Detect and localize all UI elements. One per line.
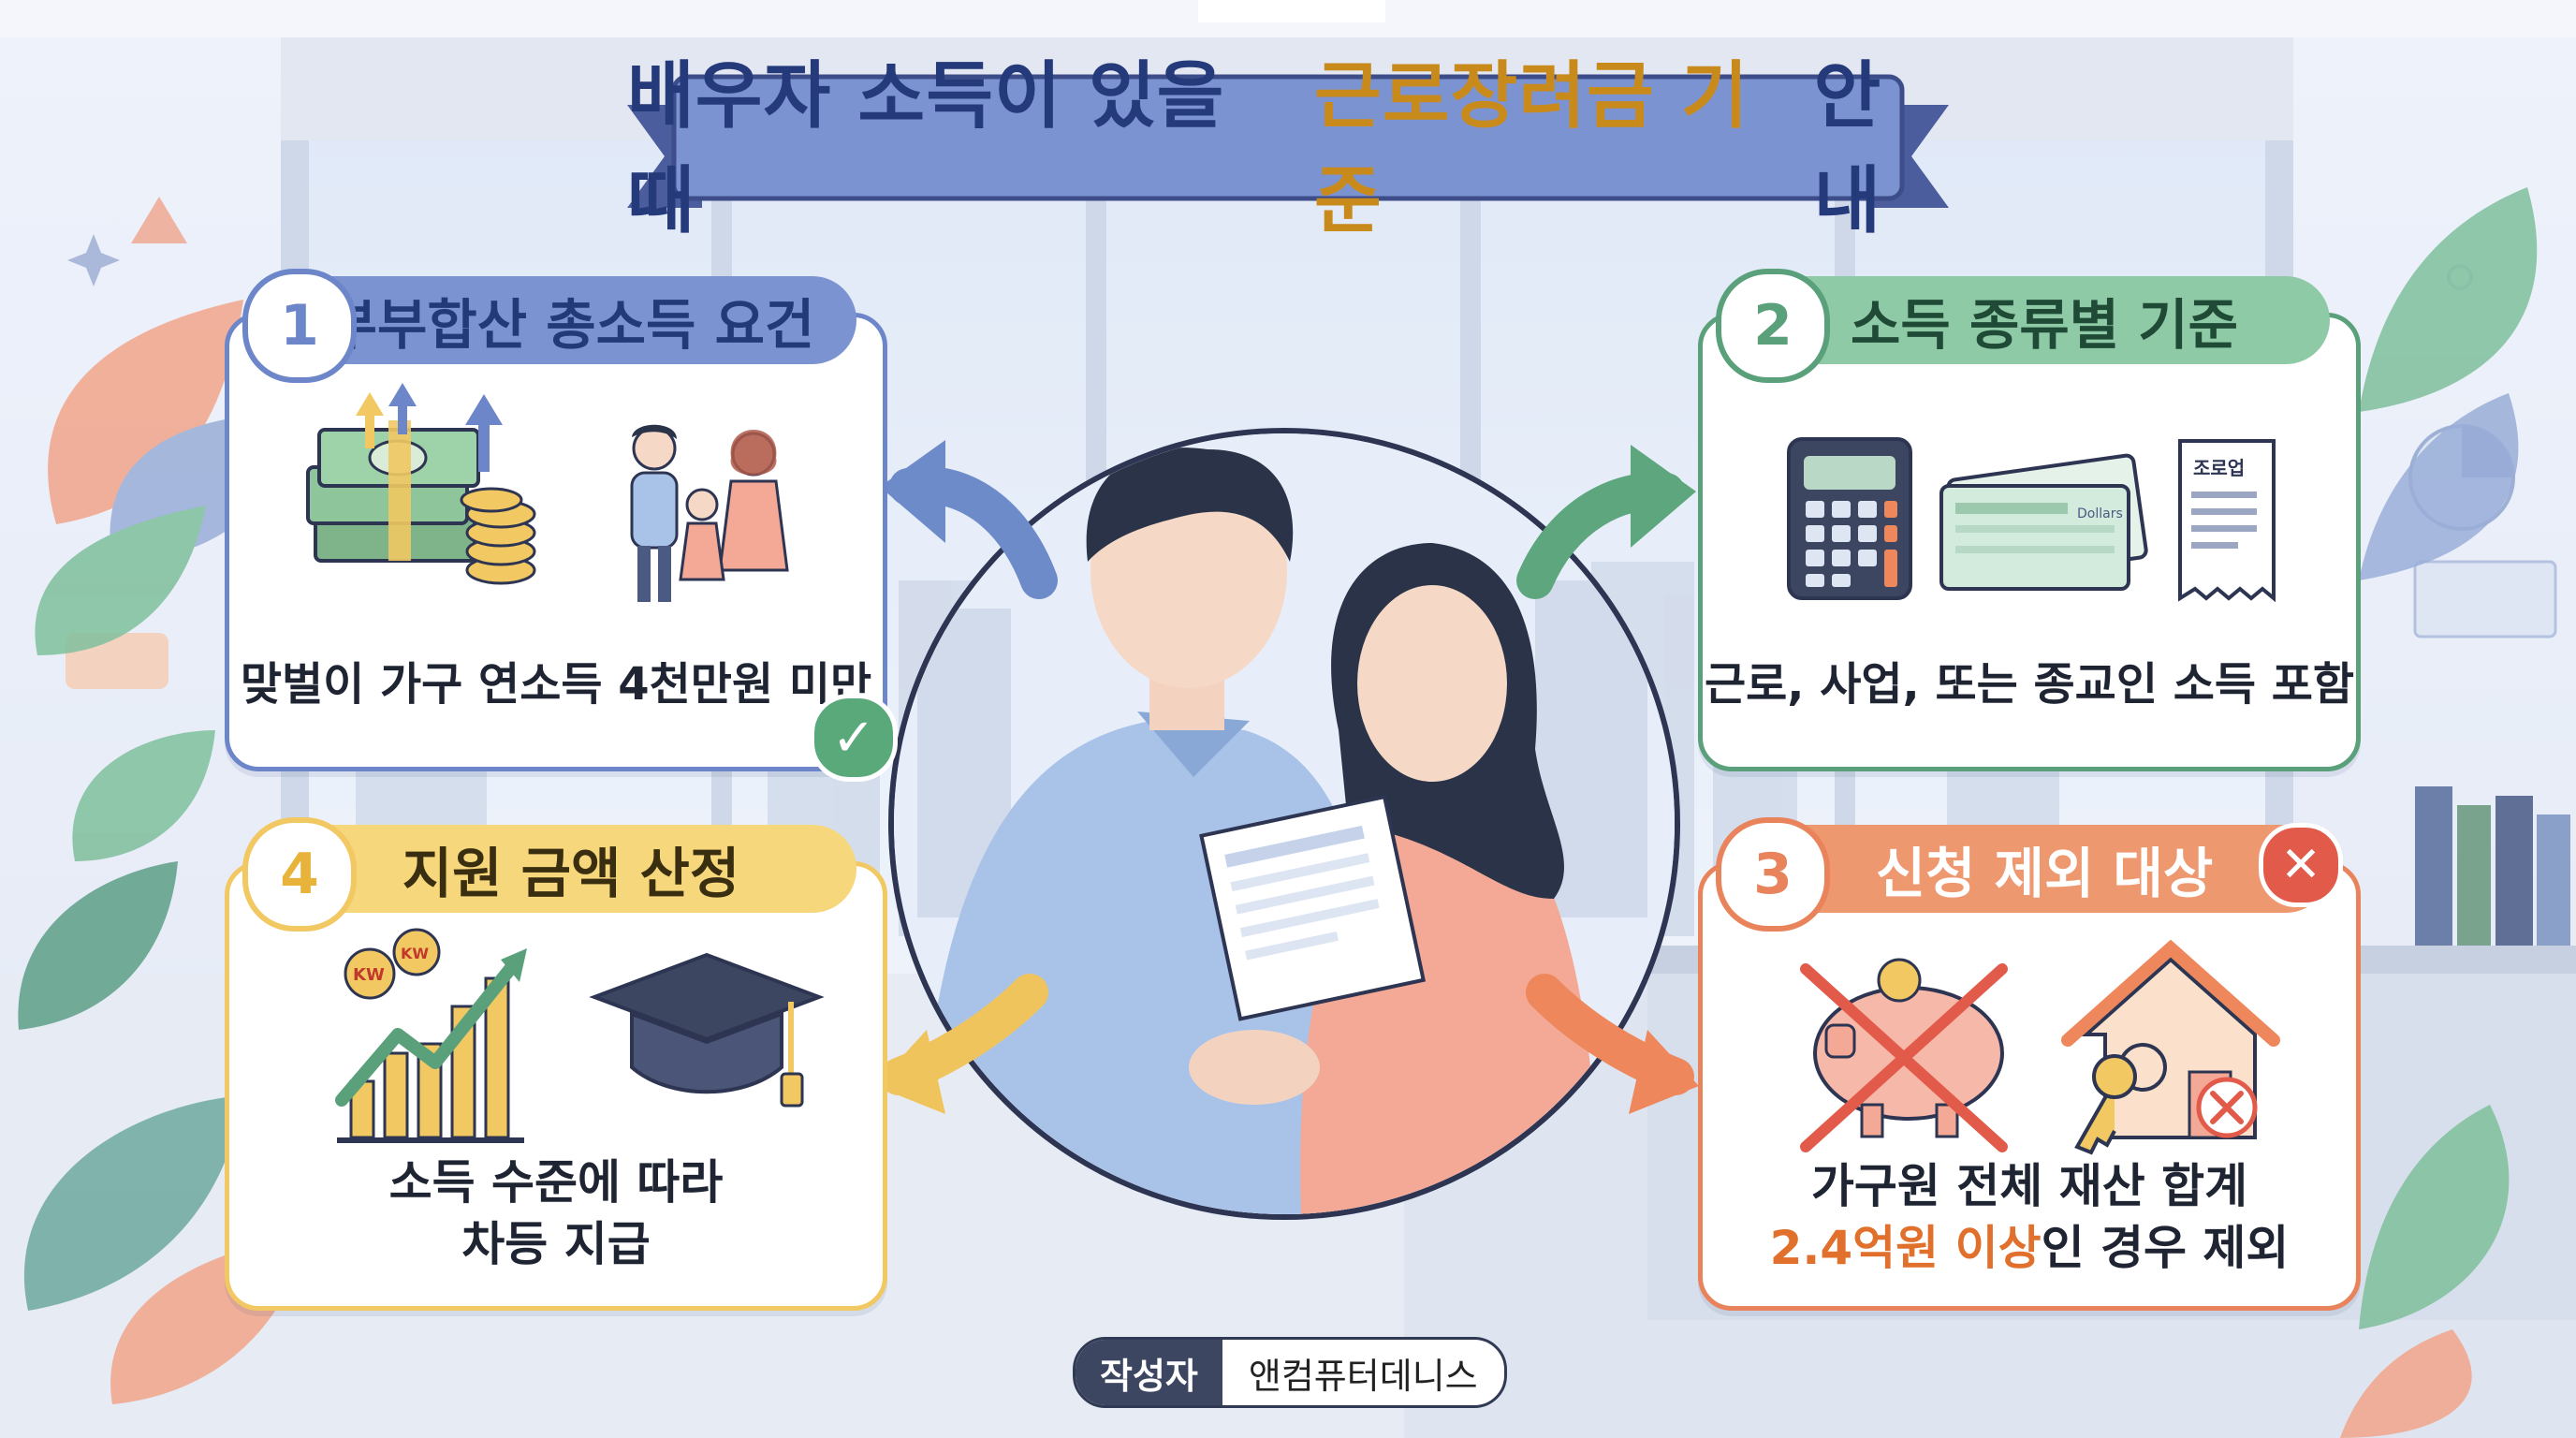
check-label: Dollars	[2077, 506, 2123, 521]
card-3-illustration	[1800, 939, 2280, 1155]
coin-label-1: KW	[353, 965, 385, 985]
title-part2: 안내	[1813, 54, 1882, 243]
card-exclusion: 3 신청 제외 대상 ✕ 가구원 전체 재산 합계 2.4억원 이상인 경우 제…	[1698, 817, 2361, 1311]
card-3-text-rest: 인 경우 제외	[2041, 1221, 2290, 1275]
card-3-amount: 2.4억원 이상	[1769, 1221, 2042, 1275]
author-name: 앤컴퓨터데니스	[1248, 1355, 1478, 1397]
card-2-title: 소득 종류별 기준	[1851, 293, 2238, 357]
card-3-header: 3 신청 제외 대상	[1716, 817, 2330, 932]
card-1-header: 1 부부합산 총소득 요건	[242, 269, 856, 383]
card-1-number: 1	[242, 269, 357, 383]
ribbon-shape	[627, 74, 1949, 208]
close-icon: ✕	[2259, 823, 2343, 907]
house-key-icon	[2061, 939, 2280, 1155]
title-highlight: 근로장려금 기준	[1313, 54, 1749, 243]
title-part1: 배우자 소득이 있을 때	[627, 54, 1225, 243]
receipt-label: 조로업	[2193, 457, 2245, 479]
card-4-number: 4	[242, 817, 357, 932]
card-income-types: 2 소득 종류별 기준 Dollars 조로업	[1698, 269, 2361, 771]
author-tag: 작성자 앤컴퓨터데니스	[1073, 1337, 1507, 1408]
card-4-header: 4 지원 금액 산정	[242, 817, 856, 932]
card-4-illustration: KW KW	[335, 928, 825, 1143]
card-1-illustration	[306, 383, 789, 602]
money-stack-icon	[306, 383, 536, 585]
card-4-text-line2: 차등 지급	[461, 1217, 651, 1271]
card-2-number: 2	[1716, 269, 1830, 383]
card-3-title: 신청 제외 대상	[1875, 842, 2214, 905]
check-icon: ✓	[810, 694, 898, 782]
family-icon	[630, 424, 789, 602]
coin-label-2: KW	[401, 945, 429, 962]
card-income-requirement: 1 부부합산 총소득 요건	[225, 269, 898, 782]
graduation-cap-icon	[589, 952, 825, 1108]
card-3-number: 3	[1716, 817, 1830, 932]
receipt-icon: 조로업	[2178, 439, 2276, 603]
card-1-text: 맞벌이 가구 연소득 4천만원 미만	[240, 658, 872, 711]
card-3-text-line1: 가구원 전체 재산 합계	[1810, 1159, 2248, 1213]
card-support-amount: 4 지원 금액 산정 KW KW 소득 수준에 따라 차등	[225, 817, 887, 1311]
card-2-header: 2 소득 종류별 기준	[1716, 269, 2330, 383]
card-1-title: 부부합산 총소득 요건	[327, 293, 815, 357]
card-3-text-line2: 2.4억원 이상인 경우 제외	[1703, 1218, 2356, 1278]
card-2-text: 근로, 사업, 또는 종교인 소득 포함	[1704, 658, 2355, 711]
author-label: 작성자	[1076, 1340, 1222, 1405]
title-banner: 배우자 소득이 있을 때 근로장려금 기준 안내	[627, 54, 1949, 243]
check-paper-icon: Dollars	[1939, 453, 2148, 591]
card-4-title: 지원 금액 산정	[402, 842, 740, 905]
calculator-icon	[1787, 437, 1912, 600]
growth-chart-icon: KW KW	[335, 928, 527, 1143]
card-4-text-line1: 소득 수준에 따라	[388, 1155, 724, 1210]
piggy-bank-icon	[1800, 958, 2008, 1152]
page-title: 배우자 소득이 있을 때 근로장려금 기준 안내	[627, 54, 1949, 243]
card-2-illustration: Dollars 조로업	[1787, 437, 2276, 603]
